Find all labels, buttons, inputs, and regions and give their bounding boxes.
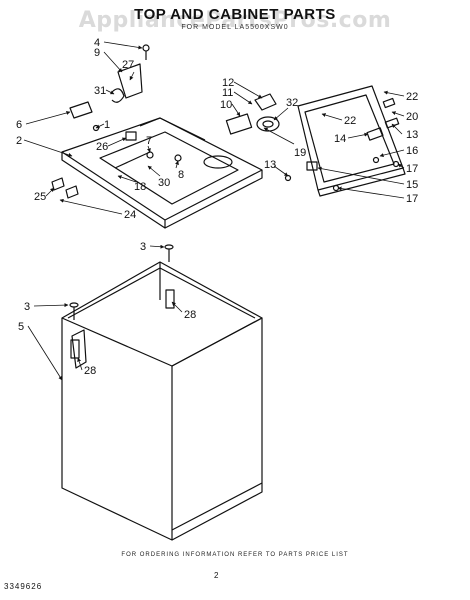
cabinet-clips bbox=[70, 289, 175, 359]
lid-switch-assembly bbox=[225, 93, 280, 135]
callout-28-b: 28 bbox=[84, 365, 96, 377]
callout-7: 7 bbox=[146, 135, 152, 147]
washer-lid bbox=[297, 85, 406, 197]
callout-31: 31 bbox=[94, 85, 106, 97]
callout-5: 5 bbox=[18, 321, 24, 333]
top-panel bbox=[61, 117, 263, 229]
callout-3-a: 3 bbox=[140, 241, 146, 253]
callout-13-a: 13 bbox=[264, 159, 276, 171]
diagram-subtitle: FOR MODEL LA5500XSW0 bbox=[181, 24, 289, 31]
callout-11: 11 bbox=[222, 87, 233, 99]
document-number: 3349626 bbox=[4, 582, 43, 591]
callout-10: 10 bbox=[220, 99, 232, 111]
callout-6: 6 bbox=[16, 119, 22, 131]
callout-17-a: 17 bbox=[406, 163, 418, 175]
callout-labels: 4 9 27 31 6 1 2 26 7 8 30 18 25 24 12 11… bbox=[16, 37, 418, 377]
callout-14: 14 bbox=[334, 133, 346, 145]
callout-18: 18 bbox=[134, 181, 146, 193]
callout-22-a: 22 bbox=[344, 115, 356, 127]
callout-24: 24 bbox=[124, 209, 136, 221]
page-number: 2 bbox=[214, 571, 219, 580]
callout-32: 32 bbox=[286, 97, 298, 109]
callout-2: 2 bbox=[16, 135, 22, 147]
callout-26: 26 bbox=[96, 141, 108, 153]
callout-30: 30 bbox=[158, 177, 170, 189]
callout-22-b: 22 bbox=[406, 91, 418, 103]
callout-16: 16 bbox=[406, 145, 418, 157]
callout-17-b: 17 bbox=[406, 193, 418, 205]
callout-4: 4 bbox=[94, 37, 100, 49]
callout-25: 25 bbox=[34, 191, 46, 203]
callout-19: 19 bbox=[294, 147, 306, 159]
diagram-title: TOP AND CABINET PARTS bbox=[134, 6, 336, 23]
cabinet-screws bbox=[69, 244, 174, 320]
left-hardware-parts bbox=[51, 44, 182, 199]
ordering-note: FOR ORDERING INFORMATION REFER TO PARTS … bbox=[121, 552, 349, 558]
callout-9: 9 bbox=[94, 47, 100, 59]
callout-20: 20 bbox=[406, 111, 418, 123]
callout-3-b: 3 bbox=[24, 301, 30, 313]
callout-15: 15 bbox=[406, 179, 418, 191]
callout-13-b: 13 bbox=[406, 129, 418, 141]
callout-12: 12 bbox=[222, 77, 234, 89]
leader-lines bbox=[23, 41, 405, 381]
callout-27: 27 bbox=[122, 59, 134, 71]
callout-8: 8 bbox=[178, 169, 184, 181]
callout-1: 1 bbox=[104, 119, 110, 131]
washer-cabinet bbox=[61, 261, 263, 541]
callout-28-a: 28 bbox=[184, 309, 196, 321]
